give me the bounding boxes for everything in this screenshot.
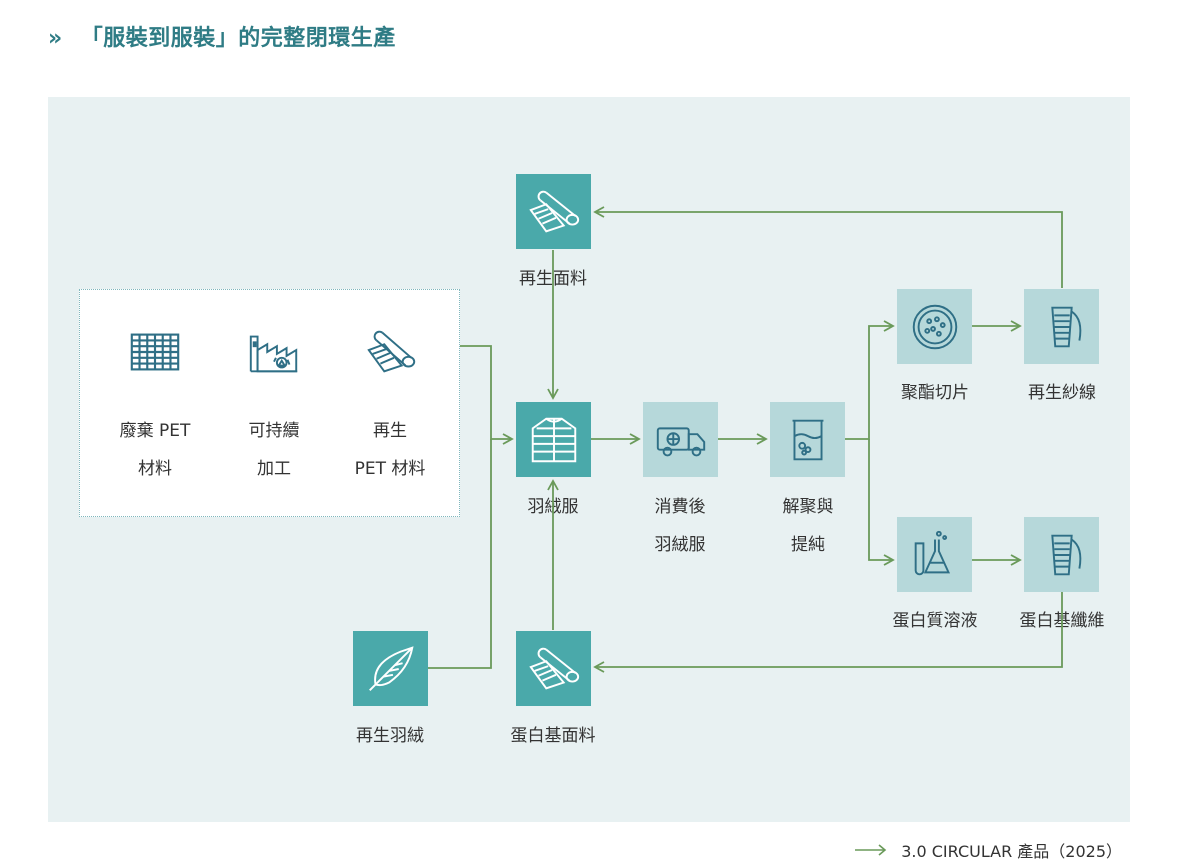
- inputs-box: [79, 289, 460, 517]
- post-consumer-node: [643, 402, 718, 477]
- depolymerize-label: 解聚與提純: [782, 497, 834, 555]
- footer-section-link[interactable]: 3.0 CIRCULAR 產品（2025）: [853, 838, 1122, 862]
- down-jacket-label: 羽絨服: [527, 497, 579, 517]
- protein-solution-label: 蛋白質溶液: [892, 611, 978, 631]
- fabric-roll-icon: [528, 190, 579, 232]
- protein-fiber-node: [1024, 517, 1099, 592]
- sustainable-processing-label: 可持續加工: [248, 421, 300, 479]
- down-jacket-node: [516, 402, 591, 477]
- page-title: » 「服裝到服裝」的完整閉環生產: [48, 20, 396, 52]
- delivery-truck-icon: [656, 426, 705, 456]
- protein-fiber-label: 蛋白基纖維: [1019, 611, 1105, 631]
- post-consumer-label: 消費後羽絨服: [654, 497, 706, 555]
- protein-fabric-label: 蛋白基面料: [510, 726, 596, 746]
- fabric-roll-icon: [528, 647, 579, 689]
- beaker-icon: [792, 419, 823, 460]
- recycled-yarn-node: [1024, 289, 1099, 364]
- footer-text: 3.0 CIRCULAR 產品（2025）: [901, 842, 1122, 861]
- polyester-chips-label: 聚酯切片: [901, 383, 969, 403]
- yarn-spool-icon: [1050, 306, 1081, 347]
- recycled-down-label: 再生羽絨: [356, 726, 424, 746]
- chevron-icon: »: [48, 26, 63, 51]
- wall-mesh-icon: [117, 314, 192, 389]
- recycled-fabric-node: [516, 174, 591, 249]
- feather-icon: [368, 645, 414, 691]
- factory-recycle-icon: [236, 314, 311, 389]
- protein-fabric-node: [516, 631, 591, 706]
- recycled-fabric-label: 再生面料: [519, 269, 587, 289]
- arrow-right-icon: [855, 844, 887, 856]
- down-jacket-icon: [531, 417, 576, 462]
- yarn-spool-icon: [1050, 534, 1081, 575]
- polyester-chips-node: [897, 289, 972, 364]
- recycled-down-node: [353, 631, 428, 706]
- depolymerize-node: [770, 402, 845, 477]
- lab-flask-icon: [914, 530, 950, 575]
- page-title-text: 「服裝到服裝」的完整閉環生產: [80, 26, 396, 51]
- protein-solution-node: [897, 517, 972, 592]
- fabric-roll-icon: [354, 314, 429, 389]
- petri-dish-icon: [912, 304, 957, 349]
- recycled-yarn-label: 再生紗線: [1028, 383, 1096, 403]
